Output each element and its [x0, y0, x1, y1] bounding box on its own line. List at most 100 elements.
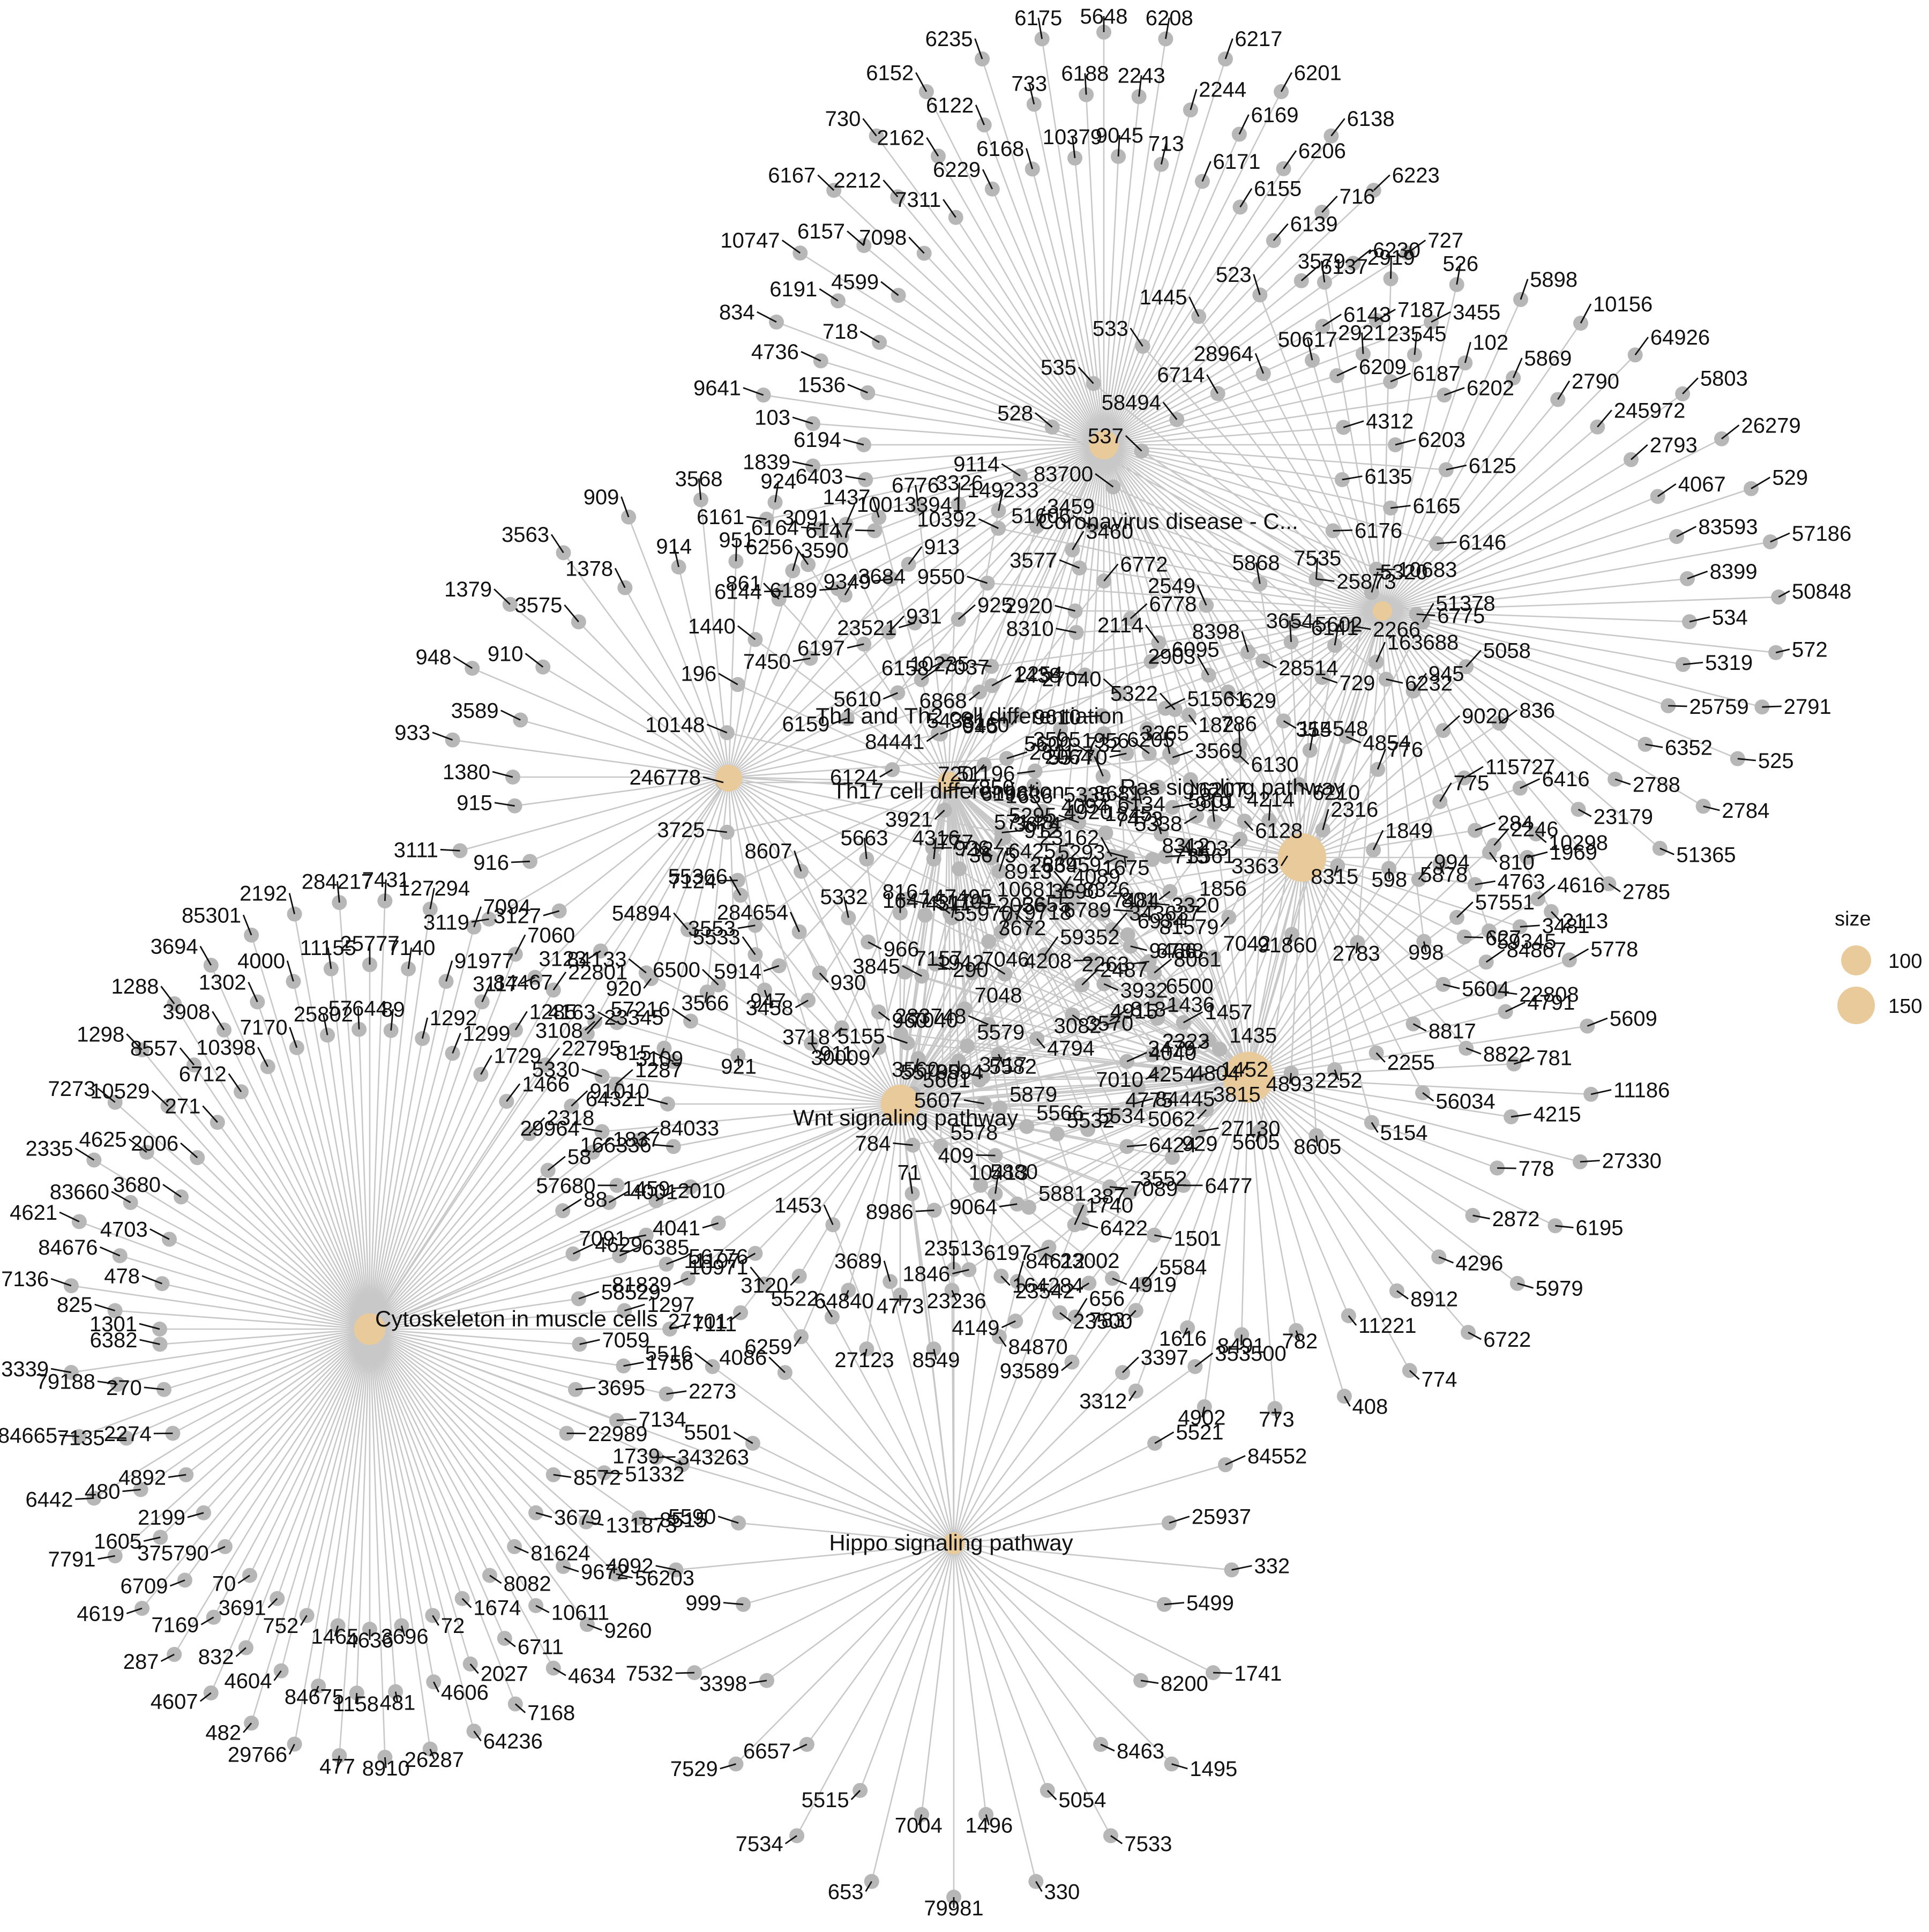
gene-label-84033: 84033 — [660, 1116, 719, 1140]
gene-label-773: 773 — [1259, 1408, 1295, 1431]
gene-label-6203: 6203 — [1418, 428, 1466, 452]
gene-label-3091: 3091 — [782, 506, 830, 530]
gene-label-3689: 3689 — [834, 1250, 882, 1273]
gene-label-526: 526 — [1442, 252, 1478, 276]
gene-label-8986: 8986 — [866, 1200, 914, 1224]
gene-leader-925 — [959, 605, 975, 620]
gene-label-6175: 6175 — [1014, 6, 1062, 30]
gene-label-50848: 50848 — [1792, 580, 1851, 603]
gene-label-776: 776 — [1387, 738, 1423, 762]
gene-label-7273: 7273 — [48, 1077, 96, 1101]
gene-label-7170: 7170 — [240, 1016, 288, 1040]
gene-label-7473: 7473 — [1115, 808, 1163, 831]
gene-label-718: 718 — [823, 320, 858, 344]
legend-swatch-100 — [1841, 945, 1871, 975]
gene-label-1298: 1298 — [77, 1023, 124, 1046]
gene-label-6477: 6477 — [1205, 1174, 1252, 1198]
gene-label-4893: 4893 — [1266, 1072, 1314, 1096]
gene-label-5601: 5601 — [923, 1069, 970, 1092]
gene-label-7098: 7098 — [859, 226, 907, 250]
gene-label-6165: 6165 — [1412, 494, 1460, 518]
gene-label-2254: 2254 — [1015, 662, 1063, 686]
gene-label-2255: 2255 — [1387, 1051, 1435, 1075]
gene-label-6188: 6188 — [1061, 62, 1109, 86]
gene-label-5914: 5914 — [714, 960, 761, 983]
gene-label-482: 482 — [205, 1721, 241, 1745]
gene-label-733: 733 — [1011, 72, 1047, 95]
gene-label-6788: 6788 — [1156, 939, 1203, 963]
gene-label-3932: 3932 — [1120, 979, 1168, 1003]
pathway-label-wnt: Wnt signaling pathway — [793, 1105, 1018, 1130]
gene-label-6176: 6176 — [1355, 519, 1402, 542]
gene-label-945: 945 — [1429, 662, 1464, 685]
gene-label-915: 915 — [457, 792, 492, 815]
gene-label-3127: 3127 — [494, 904, 541, 928]
gene-edge — [807, 1543, 954, 1744]
gene-label-523: 523 — [1216, 263, 1252, 287]
gene-label-1378: 1378 — [565, 557, 613, 580]
gene-label-5155: 5155 — [838, 1025, 885, 1048]
gene-label-481: 481 — [380, 1691, 416, 1714]
gene-edge — [204, 1329, 370, 1513]
gene-leader-3397 — [1123, 1357, 1139, 1372]
gene-label-730: 730 — [825, 107, 861, 131]
gene-leader-3575 — [564, 605, 578, 622]
gene-label-5516: 5516 — [645, 1342, 693, 1366]
gene-label-9045: 9045 — [1096, 124, 1143, 147]
gene-node-3675 — [952, 861, 967, 876]
gene-node-5566 — [1019, 1119, 1034, 1134]
gene-leader-6167 — [818, 175, 834, 191]
gene-label-2263: 2263 — [1081, 953, 1129, 976]
gene-label-25937: 25937 — [1192, 1505, 1251, 1529]
gene-label-6259: 6259 — [745, 1336, 792, 1359]
gene-leader-5803 — [1683, 378, 1698, 394]
gene-label-5499: 5499 — [1186, 1591, 1234, 1615]
gene-label-6776: 6776 — [892, 474, 939, 497]
gene-label-10298: 10298 — [1549, 831, 1608, 855]
gene-label-6138: 6138 — [1347, 107, 1395, 131]
gene-label-3363: 3363 — [1231, 855, 1279, 878]
gene-leader-916 — [511, 861, 530, 862]
gene-label-8822: 8822 — [1483, 1043, 1531, 1066]
gene-label-26287: 26287 — [405, 1748, 464, 1772]
gene-label-355: 355 — [1296, 718, 1332, 742]
gene-label-1647: 1647 — [883, 889, 930, 913]
gene-label-9064: 9064 — [949, 1195, 997, 1219]
gene-label-4919: 4919 — [1129, 1273, 1177, 1296]
gene-label-2903: 2903 — [1148, 645, 1195, 668]
gene-label-10392: 10392 — [917, 508, 976, 531]
gene-label-3674: 3674 — [1014, 812, 1061, 836]
gene-label-3265: 3265 — [1141, 721, 1189, 745]
gene-label-1302: 1302 — [199, 971, 246, 995]
gene-label-3569: 3569 — [1195, 740, 1243, 763]
gene-label-910: 910 — [488, 642, 524, 666]
gene-label-127294: 127294 — [399, 877, 470, 900]
gene-label-6416: 6416 — [1542, 767, 1590, 791]
gene-label-23542: 23542 — [1015, 1279, 1074, 1303]
gene-label-6139: 6139 — [1290, 213, 1338, 236]
gene-label-8312: 8312 — [1162, 834, 1209, 858]
gene-edge — [954, 1543, 1172, 1764]
gene-leader-6223 — [1374, 175, 1390, 191]
gene-label-7004: 7004 — [895, 1814, 943, 1837]
gene-label-6657: 6657 — [743, 1740, 791, 1763]
gene-label-10156: 10156 — [1593, 293, 1653, 316]
gene-node-7473 — [1098, 825, 1113, 840]
gene-label-10611: 10611 — [551, 1601, 609, 1625]
gene-label-70: 70 — [212, 1572, 236, 1595]
size-legend: size 100 150 — [1835, 908, 1922, 1024]
gene-label-6714: 6714 — [1157, 363, 1205, 387]
gene-label-782: 782 — [1282, 1330, 1318, 1353]
gene-label-6500: 6500 — [653, 958, 700, 982]
gene-label-727: 727 — [1427, 229, 1463, 252]
legend-swatch-150 — [1837, 987, 1875, 1024]
gene-edge — [954, 1543, 1101, 1744]
gene-label-4794: 4794 — [1047, 1037, 1095, 1061]
gene-label-6352: 6352 — [1665, 736, 1713, 759]
pathway-label-th1: Th1 and Th2 cell differentiation — [816, 703, 1124, 728]
gene-label-79981: 79981 — [924, 1897, 983, 1920]
gene-label-6382: 6382 — [90, 1329, 138, 1352]
gene-label-2784: 2784 — [1722, 799, 1769, 823]
gene-edge — [579, 622, 729, 777]
gene-label-6500: 6500 — [1166, 974, 1214, 998]
